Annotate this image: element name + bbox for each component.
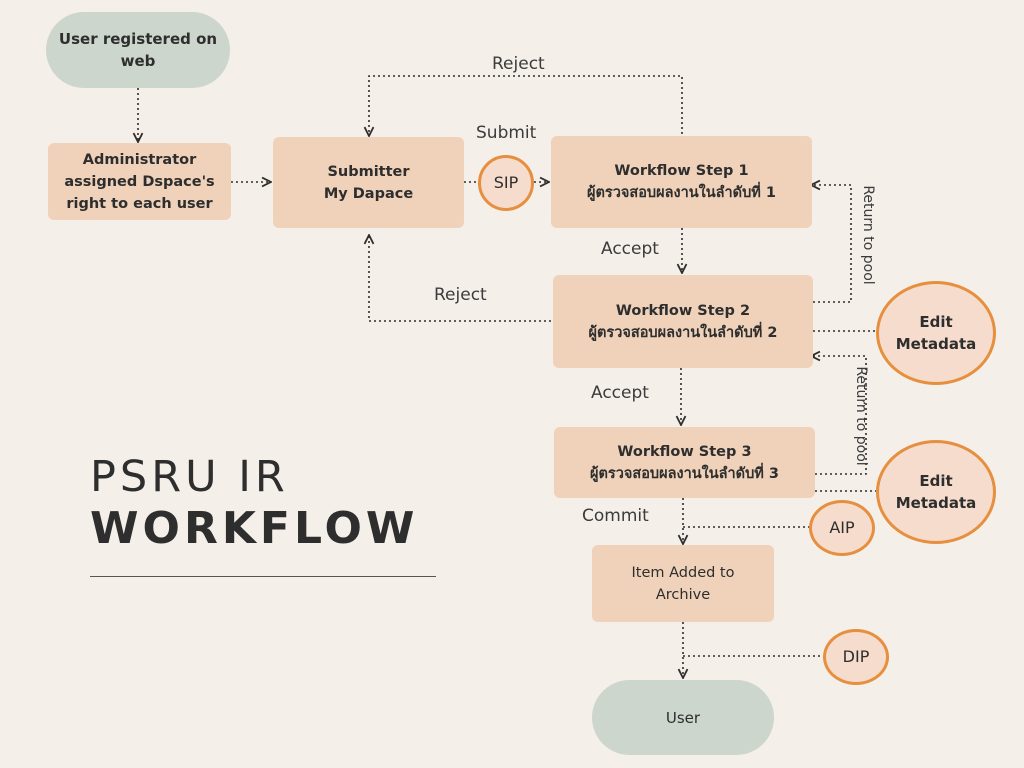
edit-metadata-1-circle: Edit Metadata (876, 281, 996, 385)
user-label: User (665, 708, 701, 727)
archive-label: Item Added to Archive (631, 564, 735, 603)
accept-1-label: Accept (601, 239, 659, 259)
edit-metadata-2-circle: Edit Metadata (876, 440, 996, 544)
workflow-step-2-node: Workflow Step 2 ผู้ตรวจสอบผลงานในลำดับที… (553, 275, 813, 368)
submitter-node: Submitter My Dapace (273, 137, 464, 228)
edge-return-pool-1 (811, 185, 852, 303)
edge-reject-mid (369, 235, 551, 322)
submitter-label: Submitter My Dapace (323, 163, 414, 202)
title-line-1: PSRU IR (90, 452, 289, 502)
aip-circle: AIP (809, 500, 875, 556)
return-pool-2-label: Return to pool (853, 366, 869, 466)
edge-reject-top (369, 75, 683, 136)
commit-label: Commit (582, 506, 649, 526)
edit-metadata-2-label: Edit Metadata (895, 472, 977, 512)
accept-2-label: Accept (591, 383, 649, 403)
workflow-step-1-label: Workflow Step 1 ผู้ตรวจสอบผลงานในลำดับที… (587, 163, 776, 201)
sip-label: SIP (493, 173, 519, 192)
reject-mid-label: Reject (434, 285, 487, 305)
dip-label: DIP (842, 647, 870, 666)
user-node: User (592, 680, 774, 755)
sip-circle: SIP (478, 155, 534, 211)
dip-circle: DIP (823, 629, 889, 685)
user-registered-node: User registered on web (46, 12, 230, 88)
return-pool-1-label: Return to pool (860, 185, 876, 285)
workflow-step-3-node: Workflow Step 3 ผู้ตรวจสอบผลงานในลำดับที… (554, 427, 815, 498)
reject-top-label: Reject (492, 54, 545, 74)
edit-metadata-1-label: Edit Metadata (895, 313, 977, 353)
archive-node: Item Added to Archive (592, 545, 774, 622)
title-underline (90, 576, 436, 577)
user-registered-label: User registered on web (58, 30, 218, 70)
administrator-label: Administrator assigned Dspace's right to… (64, 151, 215, 212)
aip-label: AIP (829, 518, 855, 537)
workflow-step-2-label: Workflow Step 2 ผู้ตรวจสอบผลงานในลำดับที… (588, 302, 778, 341)
administrator-node: Administrator assigned Dspace's right to… (48, 143, 231, 220)
edge-return-pool-2 (811, 356, 867, 475)
workflow-step-1-node: Workflow Step 1 ผู้ตรวจสอบผลงานในลำดับที… (551, 136, 812, 228)
title-line-2: WORKFLOW (90, 503, 419, 554)
submit-label: Submit (476, 123, 537, 143)
workflow-step-3-label: Workflow Step 3 ผู้ตรวจสอบผลงานในลำดับที… (590, 443, 779, 482)
